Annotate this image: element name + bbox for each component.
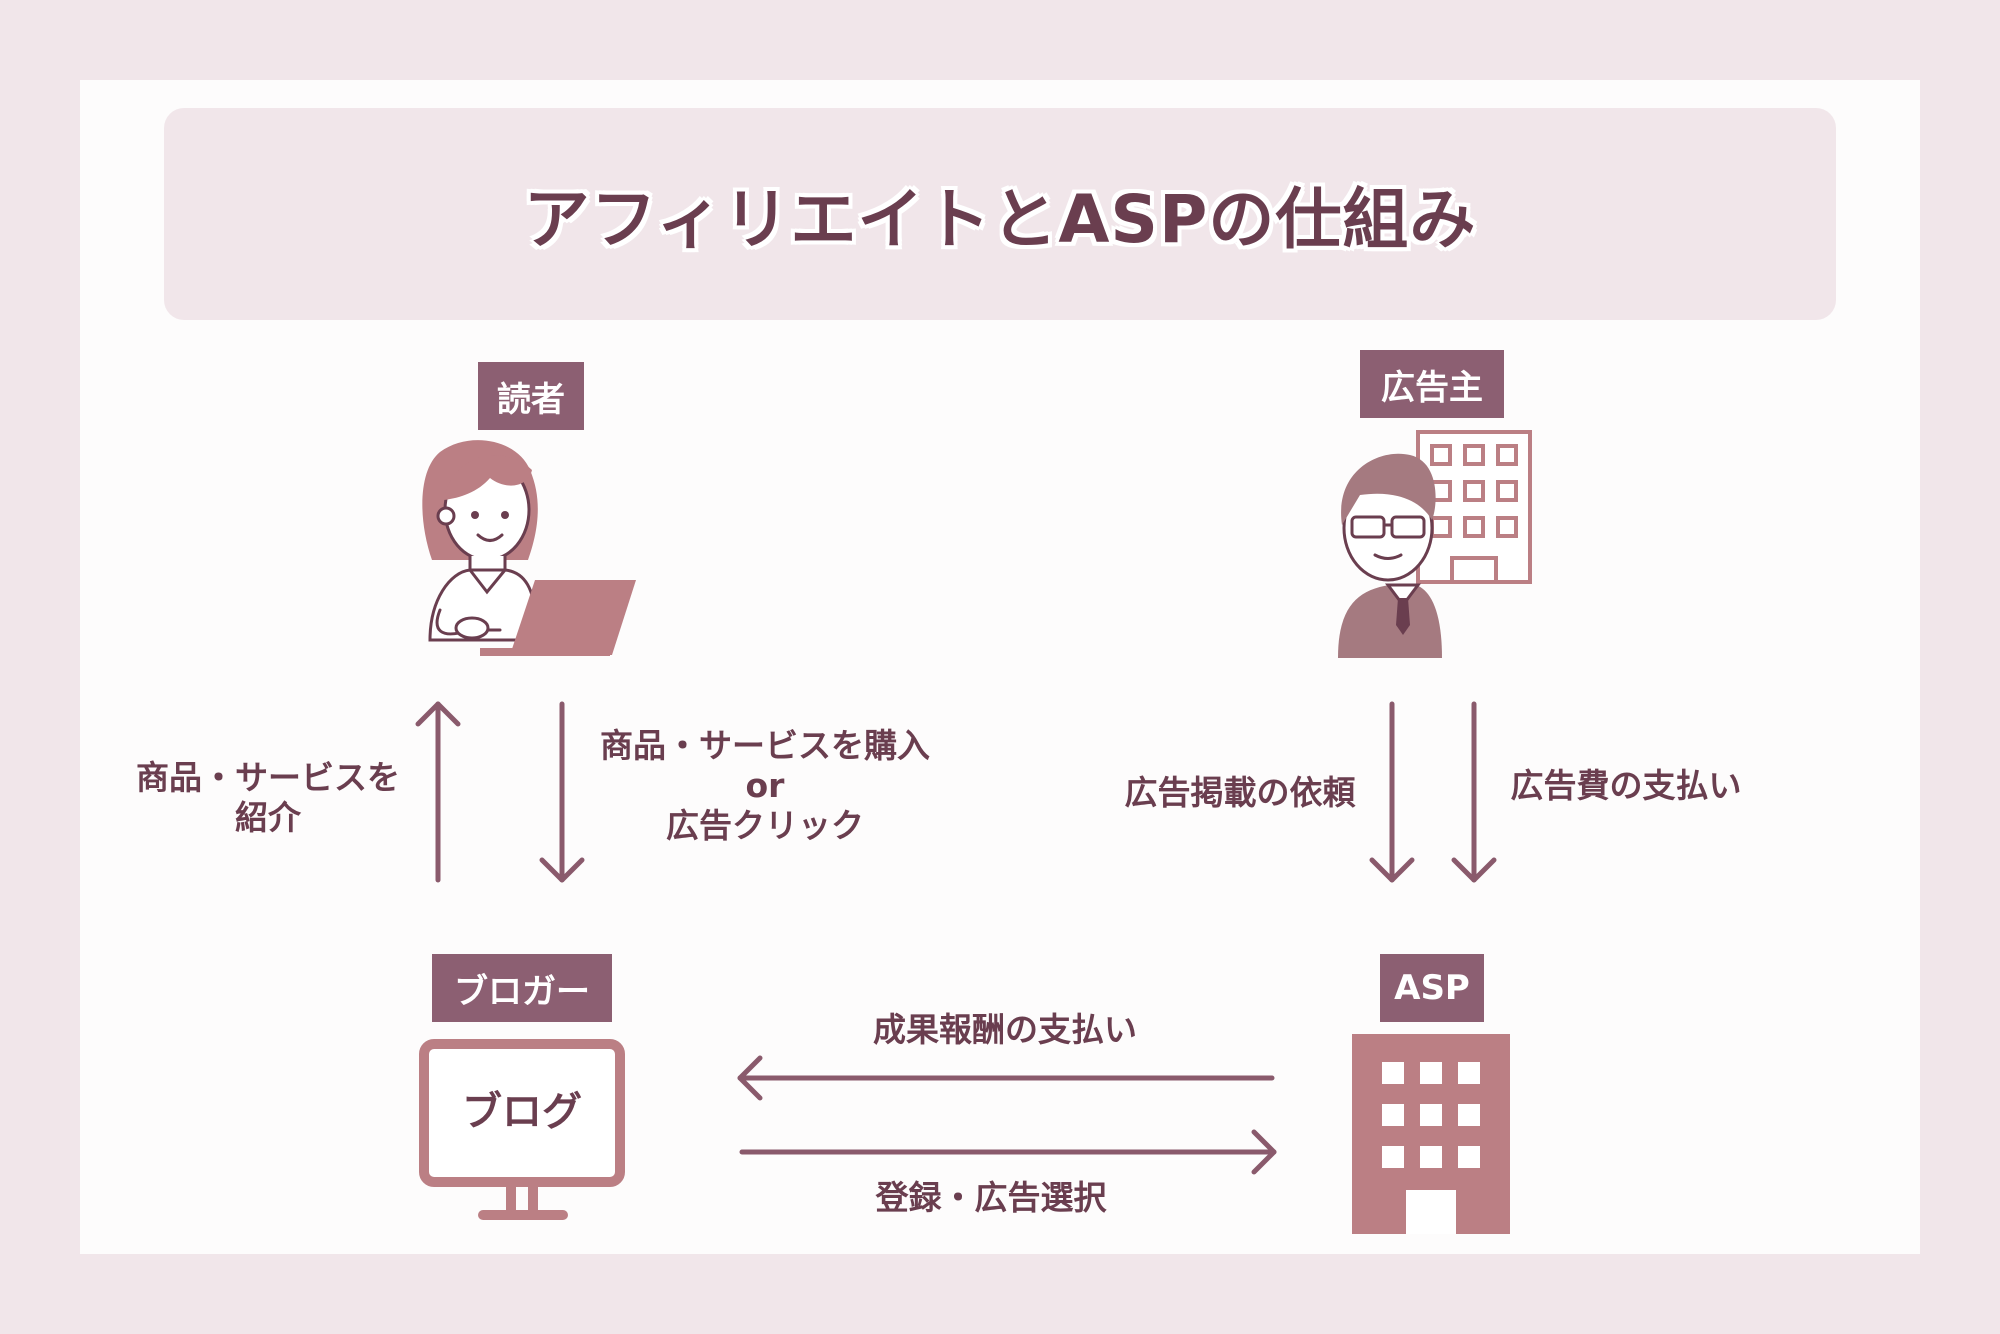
blog-screen-text: ブログ <box>462 1089 582 1135</box>
label-line: or <box>745 766 785 805</box>
arrow-advertiser-request <box>1369 701 1415 883</box>
label-advertiser-request: 広告掲載の依頼 <box>1124 773 1356 812</box>
asp-building-icon <box>1352 1034 1510 1234</box>
label-line: 商品・サービスを <box>136 758 400 797</box>
arrow-blogger-to-asp <box>739 1129 1277 1175</box>
label-line: 商品・サービスを購入 <box>600 726 930 765</box>
reader-woman-laptop-icon <box>422 440 636 656</box>
title-banner: アフィリエイトとASPの仕組み <box>164 108 1836 320</box>
label-line: 広告クリック <box>666 806 864 845</box>
label-blogger-to-asp: 登録・広告選択 <box>875 1178 1107 1217</box>
asp-tag: ASP <box>1380 954 1484 1022</box>
advertiser-tag: 広告主 <box>1360 350 1504 418</box>
label-reader-to-blogger: 商品・サービスを購入 or 広告クリック <box>580 726 950 846</box>
blogger-tag: ブロガー <box>432 954 612 1022</box>
arrow-advertiser-payment <box>1451 701 1497 883</box>
diagram-title: アフィリエイトとASPの仕組み <box>523 181 1477 258</box>
reader-tag: 読者 <box>478 362 584 430</box>
advertiser-businessman-icon <box>1338 430 1532 658</box>
label-line: 紹介 <box>235 798 301 837</box>
blog-monitor-icon <box>419 1039 625 1220</box>
label-advertiser-payment: 広告費の支払い <box>1510 766 1742 805</box>
label-blogger-to-reader: 商品・サービスを 紹介 <box>118 758 418 838</box>
label-asp-to-blogger: 成果報酬の支払い <box>873 1010 1137 1049</box>
arrow-blogger-to-reader <box>415 701 461 883</box>
arrow-asp-to-blogger <box>737 1055 1275 1101</box>
arrow-reader-to-blogger <box>539 701 585 883</box>
